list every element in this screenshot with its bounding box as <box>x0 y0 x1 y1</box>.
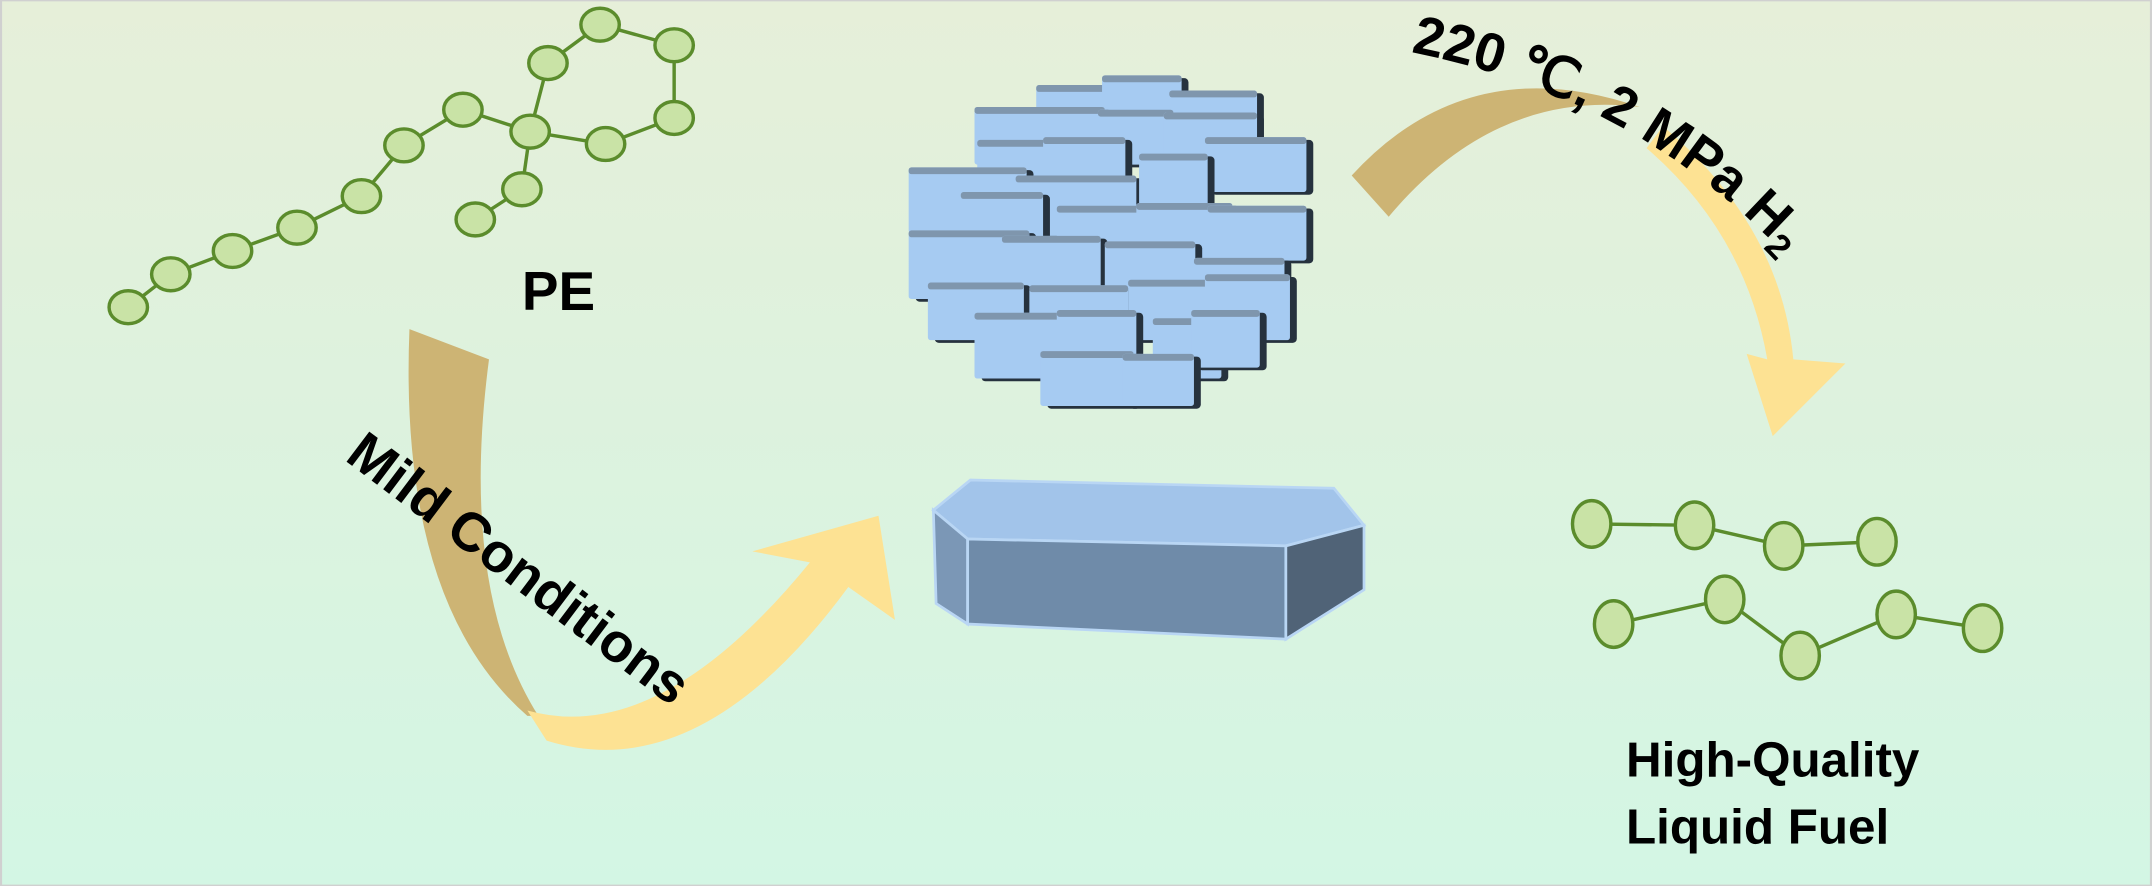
cube-block <box>1191 309 1267 371</box>
pe-polymer-chain <box>107 6 696 326</box>
monomer-node <box>1592 599 1635 650</box>
catalyst-cube-cluster <box>908 75 1314 409</box>
monomer-node <box>211 232 254 270</box>
monomer-node <box>1673 500 1716 551</box>
monomer-node <box>1703 574 1746 625</box>
product-label-line2: Liquid Fuel <box>1626 799 1889 854</box>
left-arrow-brown-segment <box>408 329 539 716</box>
left-arrow-yellow-segment <box>527 515 895 750</box>
monomer-node <box>340 177 383 215</box>
right-arrow-brown-segment <box>1351 88 1640 217</box>
monomer-node <box>383 127 425 164</box>
cube-block <box>1207 205 1314 264</box>
cube-block <box>1139 153 1215 212</box>
product-label-line1: High-Quality <box>1626 732 1920 787</box>
prism-front-face <box>966 537 1288 641</box>
cube-block <box>1122 353 1201 409</box>
monomer-node <box>454 201 497 238</box>
monomer-node <box>1779 630 1822 681</box>
pe-label: PE <box>522 260 595 322</box>
monomer-node <box>527 44 569 82</box>
monomer-node <box>276 209 318 246</box>
right-curved-arrow <box>1351 88 1846 437</box>
monomer-node <box>1570 498 1613 549</box>
monomer-node <box>509 113 552 150</box>
prism-right-face <box>1284 523 1366 642</box>
right-arrow-yellow-segment <box>1646 126 1846 437</box>
monomer-node <box>1875 589 1918 640</box>
monomer-node <box>107 289 150 326</box>
monomer-node <box>579 6 621 43</box>
monomer-node <box>653 27 696 64</box>
monomer-node <box>500 171 543 208</box>
cube-block <box>1204 137 1314 195</box>
monomer-node <box>442 91 484 128</box>
monomer-node <box>1856 516 1898 567</box>
left-curved-arrow <box>408 329 895 750</box>
monomer-node <box>1961 603 2004 654</box>
liquid-fuel-chains <box>1570 498 2004 681</box>
prism-top-face <box>931 478 1367 548</box>
cube-block <box>1040 351 1141 409</box>
monomer-node <box>653 99 696 137</box>
monomer-node <box>584 125 627 163</box>
hexagonal-prism-catalyst <box>931 478 1367 642</box>
monomer-node <box>149 256 192 293</box>
monomer-node <box>1762 520 1805 571</box>
